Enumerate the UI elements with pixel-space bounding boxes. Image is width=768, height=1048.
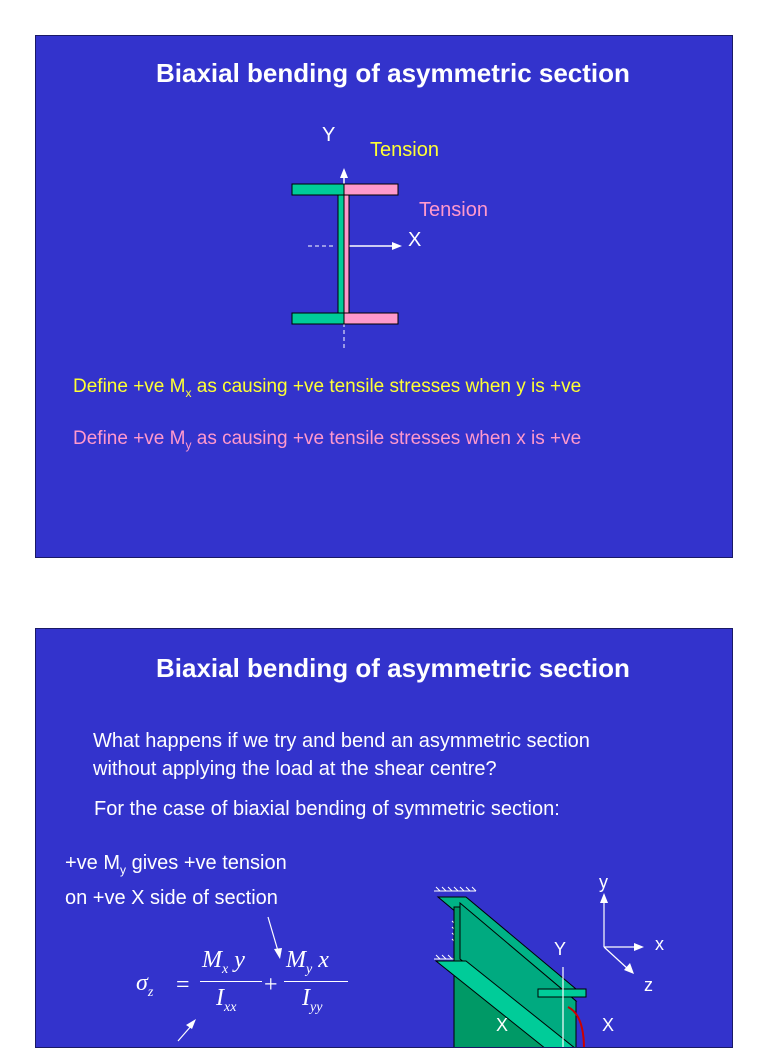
definition-mx: Define +ve Mx as causing +ve tensile str… xyxy=(73,376,581,400)
formula-sigma-sub: z xyxy=(147,984,154,1000)
formula-num2-m: M xyxy=(286,947,306,973)
formula-den2: Iyy xyxy=(302,985,322,1016)
definition-my-post: as causing +ve tensile stresses when x i… xyxy=(191,428,582,449)
beam-end-flange xyxy=(537,988,587,998)
formula-fraction-bar-2 xyxy=(284,981,348,982)
formula-fraction-bar-1 xyxy=(200,981,262,982)
top-flange-green xyxy=(291,183,345,196)
axes-z-arrowhead xyxy=(624,963,634,974)
beam-y-label: Y xyxy=(554,939,567,959)
formula-plus: + xyxy=(264,972,278,998)
beam-3d-illustration xyxy=(434,886,644,1047)
case-text: For the case of biaxial bending of symme… xyxy=(94,798,560,820)
my-explanation: +ve My gives +ve tension on +ve X side o… xyxy=(65,849,287,912)
beam-side xyxy=(459,901,577,1047)
my-line-1-post: gives +ve tension xyxy=(126,852,287,874)
bottom-flange-pink xyxy=(343,312,399,325)
axes-z-label: z xyxy=(644,975,653,995)
axes-z-line xyxy=(603,946,629,970)
formula-den2-i: I xyxy=(302,985,310,1011)
formula-den2-sub: yy xyxy=(310,999,323,1015)
formula-sigma: σ xyxy=(136,970,148,996)
definition-mx-post: as causing +ve tensile stresses when y i… xyxy=(191,376,582,397)
axes-y-arrowhead xyxy=(600,893,608,903)
definition-mx-pre: Define +ve M xyxy=(73,376,186,397)
my-line-1: +ve My gives +ve tension xyxy=(65,849,287,884)
beam-x-label-right: X xyxy=(602,1015,615,1035)
beam-x-label-left: X xyxy=(496,1015,509,1035)
slide-2: Biaxial bending of asymmetric section Wh… xyxy=(35,628,733,1048)
formula-num1-sub: x xyxy=(222,961,229,977)
formula-equals: = xyxy=(176,972,190,998)
y-axis-label: Y xyxy=(322,124,336,146)
formula-num1-var: y xyxy=(234,947,245,973)
axes-y-label: y xyxy=(599,872,608,892)
tension-label-pink: Tension xyxy=(419,199,488,221)
formula-num2-sub: y xyxy=(306,961,313,977)
formula-num2: My x xyxy=(286,947,329,978)
bottom-flange-green xyxy=(291,312,345,325)
question-line-2: without applying the load at the shear c… xyxy=(93,758,497,780)
slide-1-title: Biaxial bending of asymmetric section xyxy=(156,58,630,88)
my-line-1-pre: +ve M xyxy=(65,852,121,874)
axes-x-label: x xyxy=(655,934,664,954)
formula-num1-m: M xyxy=(202,947,222,973)
slide-1: Biaxial bending of asymmetric section Y … xyxy=(35,35,733,558)
x-axis-label: X xyxy=(408,229,422,251)
formula-den1: Ixx xyxy=(216,985,236,1016)
tension-label-yellow: Tension xyxy=(370,139,439,161)
y-axis-arrowhead xyxy=(340,168,348,178)
top-flange-pink xyxy=(343,183,399,196)
formula-num2-var: x xyxy=(318,947,329,973)
definition-mx-sub: x xyxy=(185,386,192,400)
x-axis-arrowhead xyxy=(392,242,402,250)
web-pink xyxy=(343,194,350,314)
my-line-2: on +ve X side of section xyxy=(65,887,278,909)
definition-my: Define +ve My as causing +ve tensile str… xyxy=(73,428,581,452)
i-section-diagram xyxy=(291,168,402,351)
formula-den1-i: I xyxy=(216,985,224,1011)
formula-lhs: σz xyxy=(136,970,153,1001)
formula-den1-sub: xx xyxy=(224,999,237,1015)
slide-2-title: Biaxial bending of asymmetric section xyxy=(156,653,630,683)
web-green xyxy=(337,194,345,314)
definition-my-pre: Define +ve M xyxy=(73,428,186,449)
my-line-1-sub: y xyxy=(120,863,127,877)
question-text: What happens if we try and bend an asymm… xyxy=(93,727,590,783)
question-line-1: What happens if we try and bend an asymm… xyxy=(93,730,590,752)
formula-num1: Mx y xyxy=(202,947,245,978)
definition-my-sub: y xyxy=(185,438,192,452)
axes-x-arrowhead xyxy=(634,943,644,951)
